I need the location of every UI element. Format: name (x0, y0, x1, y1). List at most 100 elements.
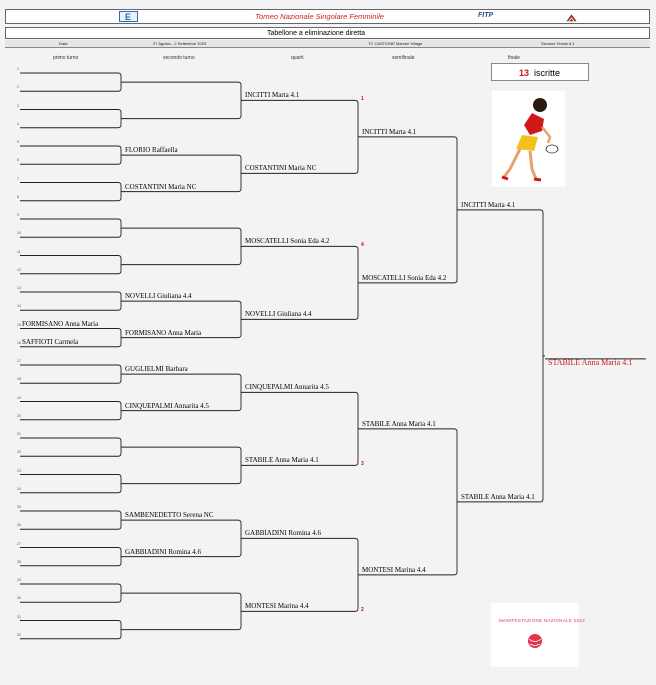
second-round-connector (237, 81, 242, 120)
first-round-slot-number: 30 (17, 596, 21, 601)
second-round-connector (237, 227, 242, 266)
first-round-player-name: SAFFIOTI Carmela (22, 337, 79, 346)
first-round-connector (117, 218, 122, 238)
header-bar (5, 9, 650, 24)
quarters-seed-number: 3 (361, 461, 364, 468)
first-round-slot-number: 7 (17, 176, 19, 181)
entries-label: iscritte (534, 68, 561, 78)
first-round-slot-number: 14 (17, 304, 21, 309)
first-round-slot-number: 12 (17, 267, 21, 272)
second-round-connector (237, 373, 242, 412)
organizer-logo: E (119, 11, 138, 22)
first-round-connector (117, 583, 122, 603)
quarters-player-name: MONTESI Marina 4.4 (245, 602, 309, 611)
first-round-slot-number: 1 (17, 67, 19, 71)
first-round-slot-number: 9 (17, 213, 19, 217)
info-sector: Sezione Tennis 8.1 (541, 41, 575, 46)
first-round-slot-number: 3 (17, 103, 19, 108)
quarters-connector (354, 245, 359, 320)
quarters-player-name: CINQUEPALMI Annarita 4.5 (245, 383, 329, 392)
event-stamp-text: MANIFESTAZIONE NAZIONALE 2023 (499, 618, 585, 623)
first-round-slot-number: 6 (17, 158, 19, 163)
info-club: TC CASTIONE Marche Village (368, 41, 423, 46)
first-round-slot-number: 26 (17, 523, 21, 528)
first-round-slot-number: 15 (17, 322, 21, 327)
first-round-slot-number: 4 (17, 121, 19, 126)
organizer-logo-text: E (125, 12, 132, 22)
second-round-connector (237, 592, 242, 631)
quarters-player-name: STABILE Anna Maria 4.1 (245, 456, 319, 465)
first-round-connector (117, 437, 122, 457)
second-round-player-name: FORMISANO Anna Maria (125, 328, 202, 337)
quarters-connector (354, 391, 359, 466)
first-round-connector (117, 72, 122, 92)
second-round-player-name: SAMBENEDETTO Serena NC (125, 511, 214, 520)
first-round-slot-number: 2 (17, 85, 19, 90)
column-header-final: finale (508, 55, 520, 61)
semifinal-connector (453, 428, 458, 576)
column-header-second-round: secondo turno (163, 55, 195, 61)
semifinal-connector (453, 136, 458, 284)
second-round-connector (237, 519, 242, 558)
first-round-connector (117, 291, 122, 311)
first-round-slot-number: 21 (17, 432, 21, 436)
first-round-slot-number: 11 (17, 249, 21, 254)
first-round-connector (117, 145, 122, 165)
quarters-player-name: GABBIADINI Romina 4.6 (245, 529, 322, 538)
second-round-connector (237, 154, 242, 193)
semifinal-player-name: MOSCATELLI Sonia Eda 4.2 (362, 273, 447, 282)
quarters-player-name: MOSCATELLI Sonia Eda 4.2 (245, 237, 330, 246)
entries-box: 13 iscritte (491, 63, 589, 81)
first-round-slot-number: 24 (17, 486, 21, 491)
first-round-slot-number: 23 (17, 468, 21, 473)
second-round-player-name: CINQUEPALMI Annarita 4.5 (125, 401, 209, 410)
second-round-connector (237, 300, 242, 339)
second-round-player-name: NOVELLI Giuliana 4.4 (125, 292, 192, 301)
club-logo (566, 11, 577, 22)
federation-logo: FITP (478, 12, 494, 19)
second-round-player-name: FLORIO Raffaella (125, 146, 178, 155)
finalist-name: STABILE Anna Maria 4.1 (461, 492, 535, 501)
first-round-slot-number: 13 (17, 286, 21, 290)
second-round-connector (237, 446, 242, 485)
semifinal-player-name: MONTESI Marina 4.4 (362, 565, 426, 574)
finalist-name: INCITTI Marta 4.1 (461, 200, 516, 209)
first-round-connector (117, 510, 122, 530)
tennis-player-illustration (492, 91, 565, 187)
entries-count: 13 (519, 68, 530, 78)
event-stamp: MANIFESTAZIONE NAZIONALE 2023 (491, 603, 585, 667)
first-round-player-name: FORMISANO Anna Maria (22, 319, 99, 328)
first-round-connector (117, 328, 122, 348)
first-round-connector (117, 401, 122, 421)
info-dates: 27 Agosto - 2 Settembre 2023 (153, 41, 207, 46)
first-round-slot-number: 28 (17, 559, 21, 564)
quarters-seed-number: 2 (361, 607, 364, 614)
first-round-connector (117, 255, 122, 275)
second-round-player-name: GUGLIELMI Barbara (125, 365, 188, 374)
first-round-slot-number: 16 (17, 340, 21, 345)
tournament-title: Torneo Nazionale Singolare Femminile (255, 12, 384, 21)
first-round-connector (117, 474, 122, 494)
quarters-connector (354, 99, 359, 174)
final-connector (539, 209, 545, 503)
first-round-connector (117, 109, 122, 129)
first-round-slot-number: 8 (17, 194, 19, 199)
first-round-slot-number: 17 (17, 359, 21, 363)
column-header-first-round: primo turno (53, 55, 79, 61)
champion-name: STABILE Anna Maria 4.1 (548, 358, 633, 367)
quarters-connector (354, 537, 359, 612)
first-round-slot-number: 10 (17, 231, 21, 236)
quarters-player-name: COSTANTINI Maria NC (245, 164, 317, 173)
first-round-connector (117, 620, 122, 640)
quarters-player-name: INCITTI Marta 4.1 (245, 91, 300, 100)
column-header-semifinal: semifinale (392, 55, 415, 61)
first-round-connector (117, 547, 122, 567)
semifinal-player-name: STABILE Anna Maria 4.1 (362, 419, 436, 428)
first-round-slot-number: 31 (17, 614, 21, 619)
bracket-subtitle: Tabellone a eliminazione diretta (267, 30, 366, 37)
quarters-player-name: NOVELLI Giuliana 4.4 (245, 310, 312, 319)
column-header-quarters: quarti (291, 55, 304, 61)
info-row (5, 40, 650, 48)
quarters-seed-number: 1 (361, 96, 364, 103)
